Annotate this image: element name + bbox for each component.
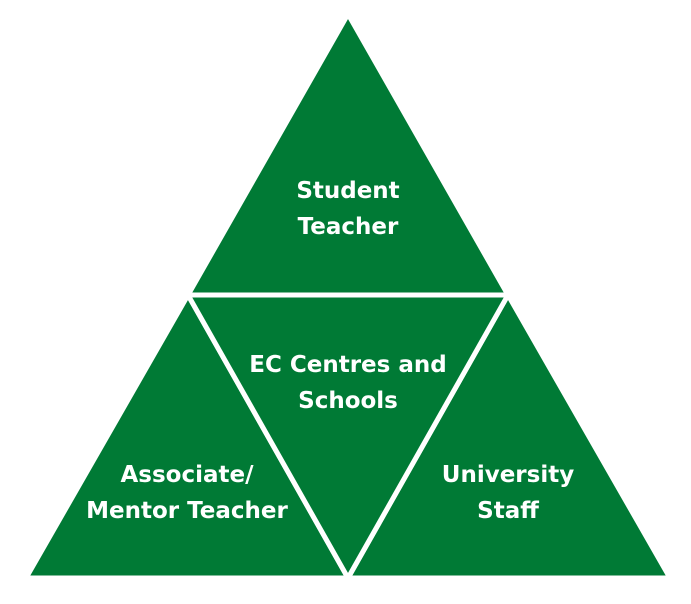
left-label-line2: Mentor Teacher bbox=[86, 498, 288, 524]
center-label-line1: EC Centres and bbox=[249, 352, 446, 378]
right-label-line1: University bbox=[442, 462, 574, 488]
top-label-line1: Student bbox=[296, 178, 399, 204]
center-label-line2: Schools bbox=[298, 388, 398, 414]
segment-top-triangle bbox=[183, 8, 513, 298]
segment-center-triangle bbox=[183, 292, 513, 584]
right-label-line2: Staff bbox=[477, 498, 539, 524]
left-label-line1: Associate/ bbox=[120, 462, 254, 488]
top-label-line2: Teacher bbox=[298, 214, 399, 240]
